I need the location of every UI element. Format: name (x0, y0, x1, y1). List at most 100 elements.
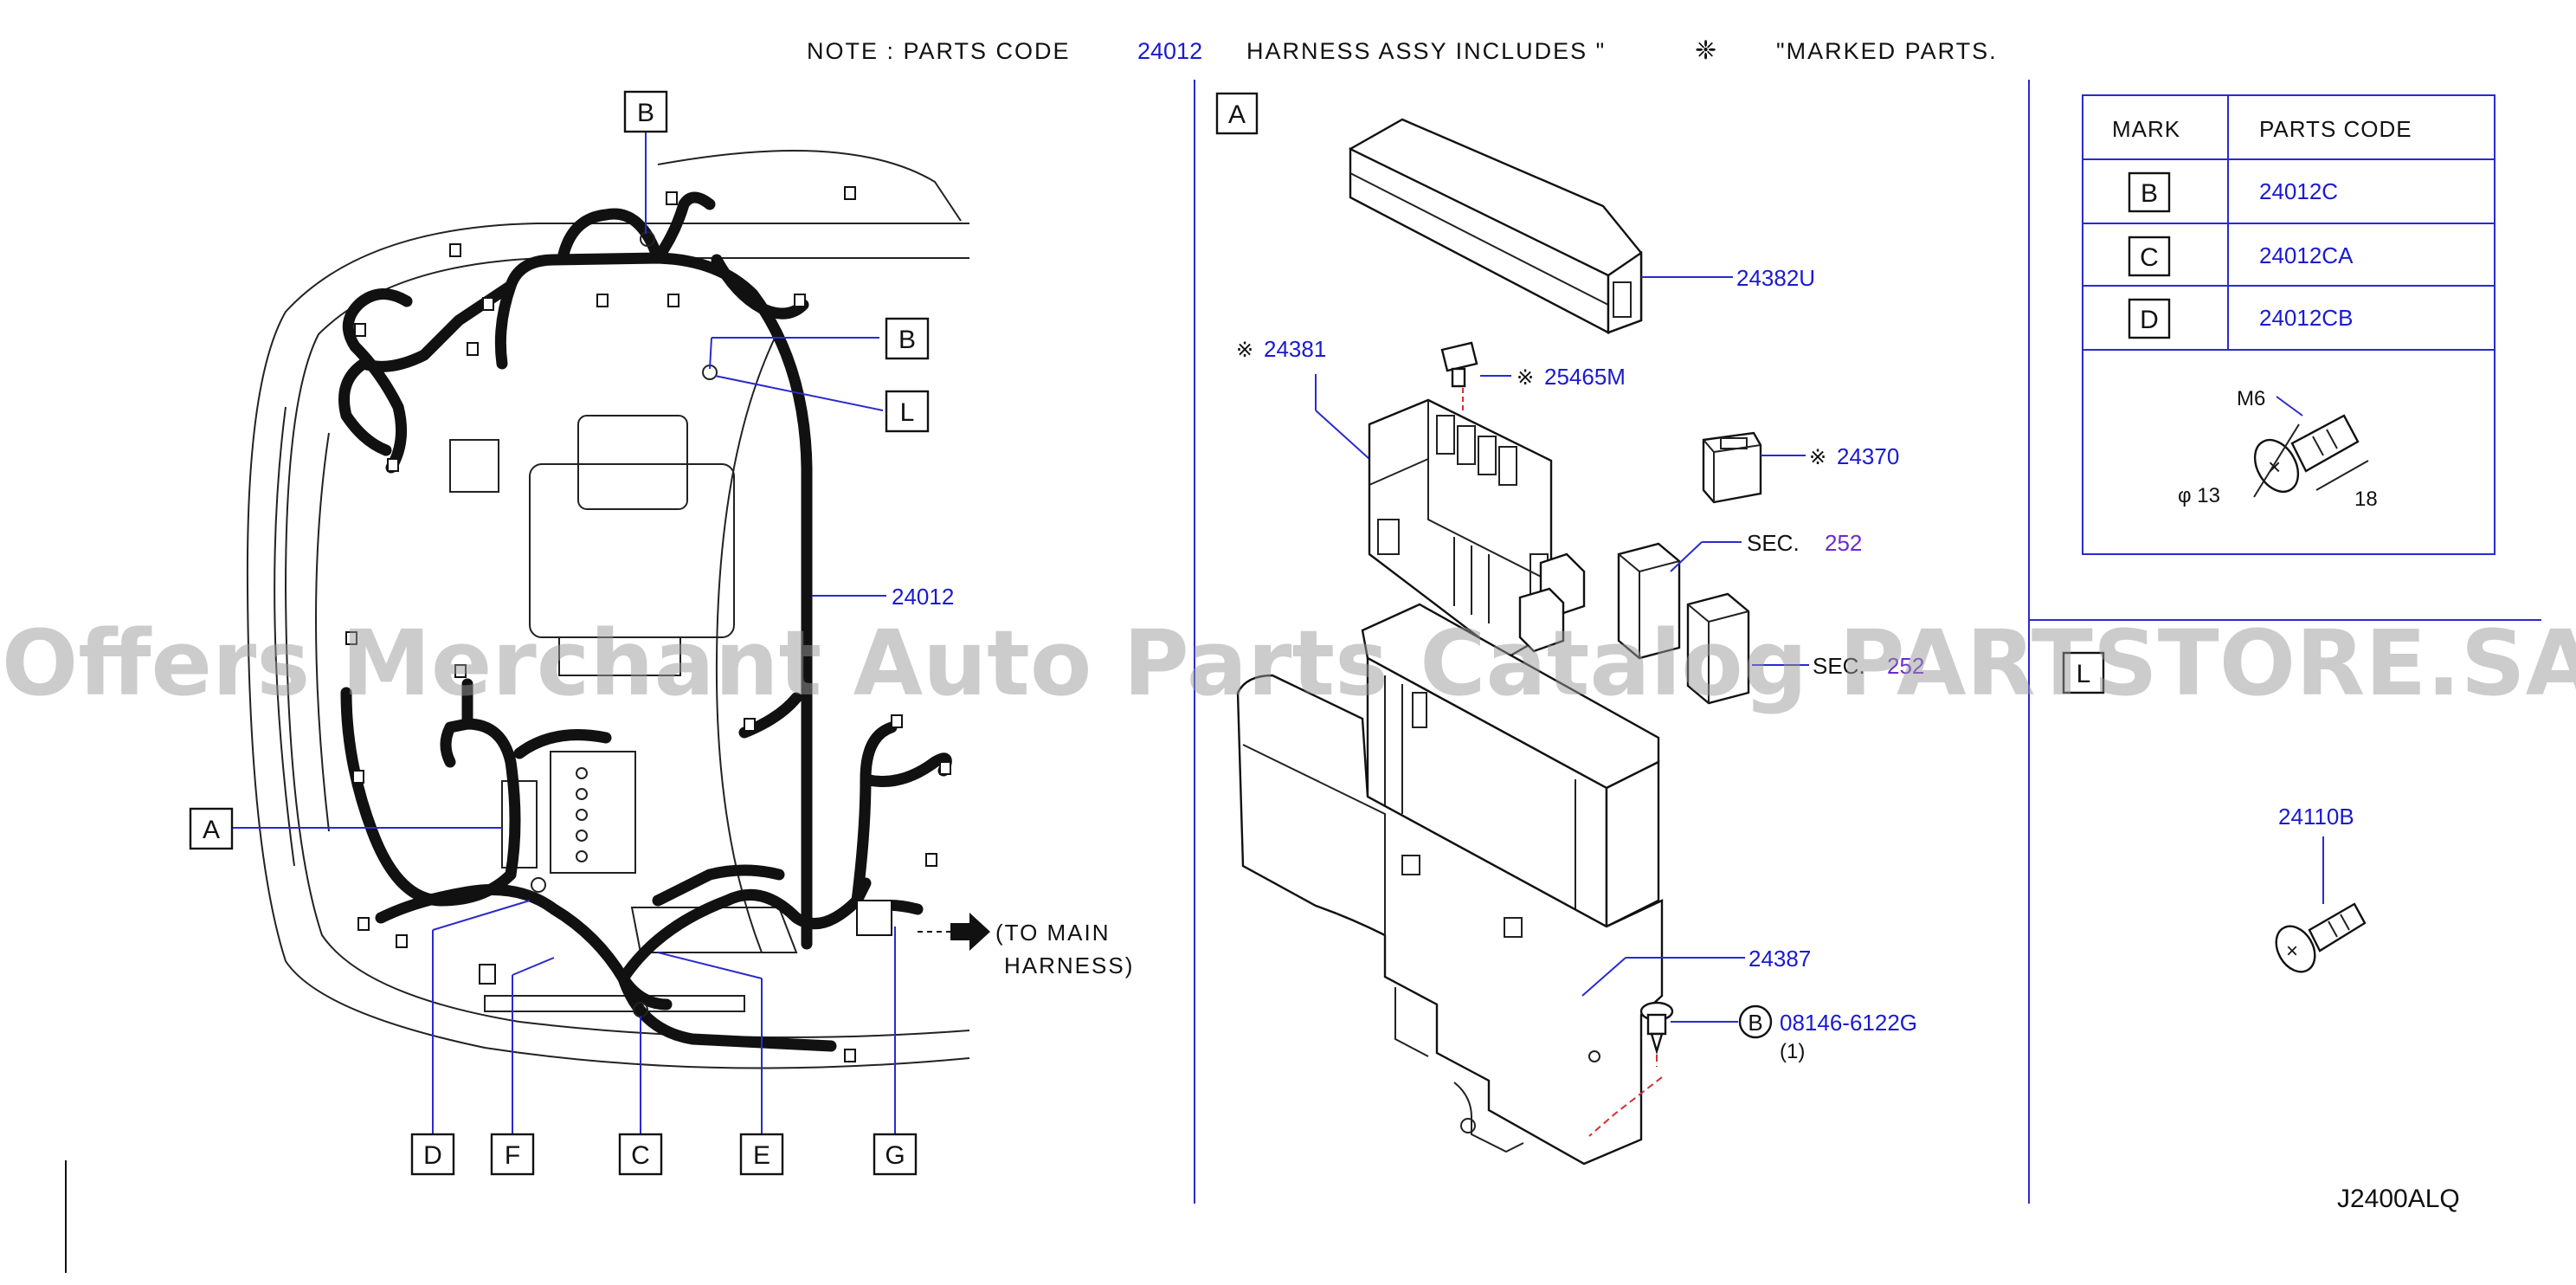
harness-left-branch (338, 358, 392, 456)
svg-text:B: B (898, 326, 916, 354)
harness-battery-top (513, 729, 612, 759)
parts-code-table: MARK PARTS CODE B 24012C C 24012CA D 240… (2082, 94, 2496, 555)
note-symbol: ❈ (1695, 36, 1716, 65)
bolt-diameter-label: φ 13 (2178, 484, 2220, 507)
harness-battery-loop (440, 718, 521, 881)
fuse-box-cover[interactable] (1349, 118, 1643, 334)
harness-top-loop (557, 208, 664, 264)
sec-label: SEC. (1747, 530, 1800, 556)
harness-right-branch (860, 752, 952, 787)
body-inner-outline (284, 257, 970, 1038)
svg-text:C: C (631, 1141, 650, 1170)
fuse-asterisk: ※ (1517, 366, 1534, 390)
harness-top-right (711, 254, 809, 320)
relay-1[interactable] (1617, 542, 1681, 660)
to-main-arrow (950, 913, 990, 951)
to-main-text-2: HARNESS) (1004, 952, 1134, 978)
callout-b-right[interactable]: B (885, 317, 930, 360)
bolt-dimension-drawing: M6 × φ 13 18 (2178, 387, 2378, 511)
svg-text:24012CA: 24012CA (2259, 242, 2354, 268)
fuse-24370[interactable] (1702, 431, 1762, 504)
bracket-code-label[interactable]: 24387 (1748, 946, 1811, 972)
section-l-letter: L (2077, 660, 2091, 688)
engine-room-harness-view: (TO MAIN HARNESS) 24012 B B L A D F (189, 90, 1134, 1176)
bolt-code-label[interactable]: 08146-6122G (1780, 1010, 1917, 1036)
section-l-view: L 24110B × (2062, 651, 2367, 978)
bolt-length-label: 18 (2354, 488, 2378, 511)
svg-text:C: C (2140, 243, 2159, 272)
svg-text:D: D (423, 1141, 442, 1170)
harness-lower-mid (652, 864, 785, 907)
table-header-mark: MARK (2112, 116, 2180, 142)
fuse-box-exploded-view: A 24382U ※ 24381 (1215, 92, 1924, 1166)
harness-lower-right (617, 877, 872, 985)
to-main-text-1: (TO MAIN (995, 920, 1111, 946)
relay-2[interactable] (1686, 592, 1750, 705)
callout-l[interactable]: L (885, 390, 930, 433)
bolt-mark-circle (1738, 1004, 1773, 1039)
bolt-size-label: M6 (2237, 387, 2265, 410)
table-header-code: PARTS CODE (2259, 116, 2412, 142)
note-prefix: NOTE : PARTS CODE (807, 38, 1071, 64)
l-bolt[interactable]: × (2269, 902, 2367, 978)
table-row[interactable]: C 24012CA (2128, 236, 2354, 277)
callout-e[interactable]: E (739, 1133, 784, 1176)
connector-housing[interactable] (1518, 552, 1586, 653)
svg-text:B: B (2141, 179, 2158, 208)
harness-right-up (851, 721, 898, 907)
svg-text:A: A (1228, 100, 1246, 129)
bolt-mark: B (1748, 1010, 1762, 1036)
fuse-block-small (501, 780, 538, 869)
note-code[interactable]: 24012 (1137, 38, 1202, 64)
harness-main-trunk (494, 252, 813, 950)
panel-dividers (65, 80, 2541, 1273)
fender-left (274, 406, 295, 867)
fuse-25465m[interactable] (1440, 341, 1478, 388)
callout-g[interactable]: G (873, 1133, 918, 1176)
sec2-number[interactable]: 252 (1887, 653, 1924, 679)
fuse-box-lower-case[interactable] (1361, 603, 1660, 929)
harness-code-label[interactable]: 24012 (892, 584, 954, 610)
cover-code-label[interactable]: 24382U (1736, 265, 1815, 291)
table-row[interactable]: B 24012C (2128, 171, 2338, 213)
callout-c[interactable]: C (618, 1133, 663, 1176)
fuse2-code-label[interactable]: 24370 (1837, 443, 1899, 469)
diagram-id: J2400ALQ (2337, 1185, 2460, 1213)
harness-lower-sweep (617, 972, 837, 1052)
note-mid: HARNESS ASSY INCLUDES " (1246, 38, 1606, 64)
sec2-label: SEC. (1813, 653, 1865, 679)
engine-top (577, 415, 688, 510)
battery (550, 751, 636, 874)
callout-f[interactable]: F (490, 1133, 535, 1176)
svg-text:E: E (753, 1141, 770, 1170)
svg-text:×: × (2286, 940, 2298, 963)
crossmember (484, 995, 745, 1012)
sec-number[interactable]: 252 (1825, 530, 1862, 556)
reservoir (449, 439, 499, 493)
callout-b-top[interactable]: B (623, 90, 668, 133)
note-suffix: "MARKED PARTS. (1776, 38, 1998, 64)
watermark: Offers Merchant Auto Parts Catalog PARTS… (2, 610, 2576, 716)
svg-text:D: D (2140, 306, 2159, 334)
callout-a[interactable]: A (189, 807, 234, 850)
note-line: NOTE : PARTS CODE 24012 HARNESS ASSY INC… (807, 36, 1998, 65)
table-row[interactable]: D 24012CB (2128, 298, 2353, 339)
svg-text:24012C: 24012C (2259, 178, 2338, 204)
callout-d[interactable]: D (410, 1133, 455, 1176)
harness-left-loop (342, 288, 413, 474)
box-code-label[interactable]: 24381 (1264, 336, 1326, 362)
svg-text:B: B (637, 99, 654, 127)
body-outline (246, 223, 970, 1069)
l-bolt-code-label[interactable]: 24110B (2278, 804, 2354, 830)
svg-text:L: L (900, 398, 915, 427)
bracket-bolt[interactable] (1639, 1001, 1674, 1056)
fuse-box-body[interactable] (1368, 398, 1553, 660)
mounting-bracket[interactable] (1236, 674, 1664, 1166)
fuse-code-label[interactable]: 25465M (1544, 364, 1626, 390)
svg-text:A: A (203, 816, 220, 844)
section-a-label: A (1215, 92, 1259, 135)
box-asterisk: ※ (1236, 339, 1253, 362)
bolt-qty: (1) (1780, 1040, 1805, 1063)
ground-b (640, 231, 655, 247)
